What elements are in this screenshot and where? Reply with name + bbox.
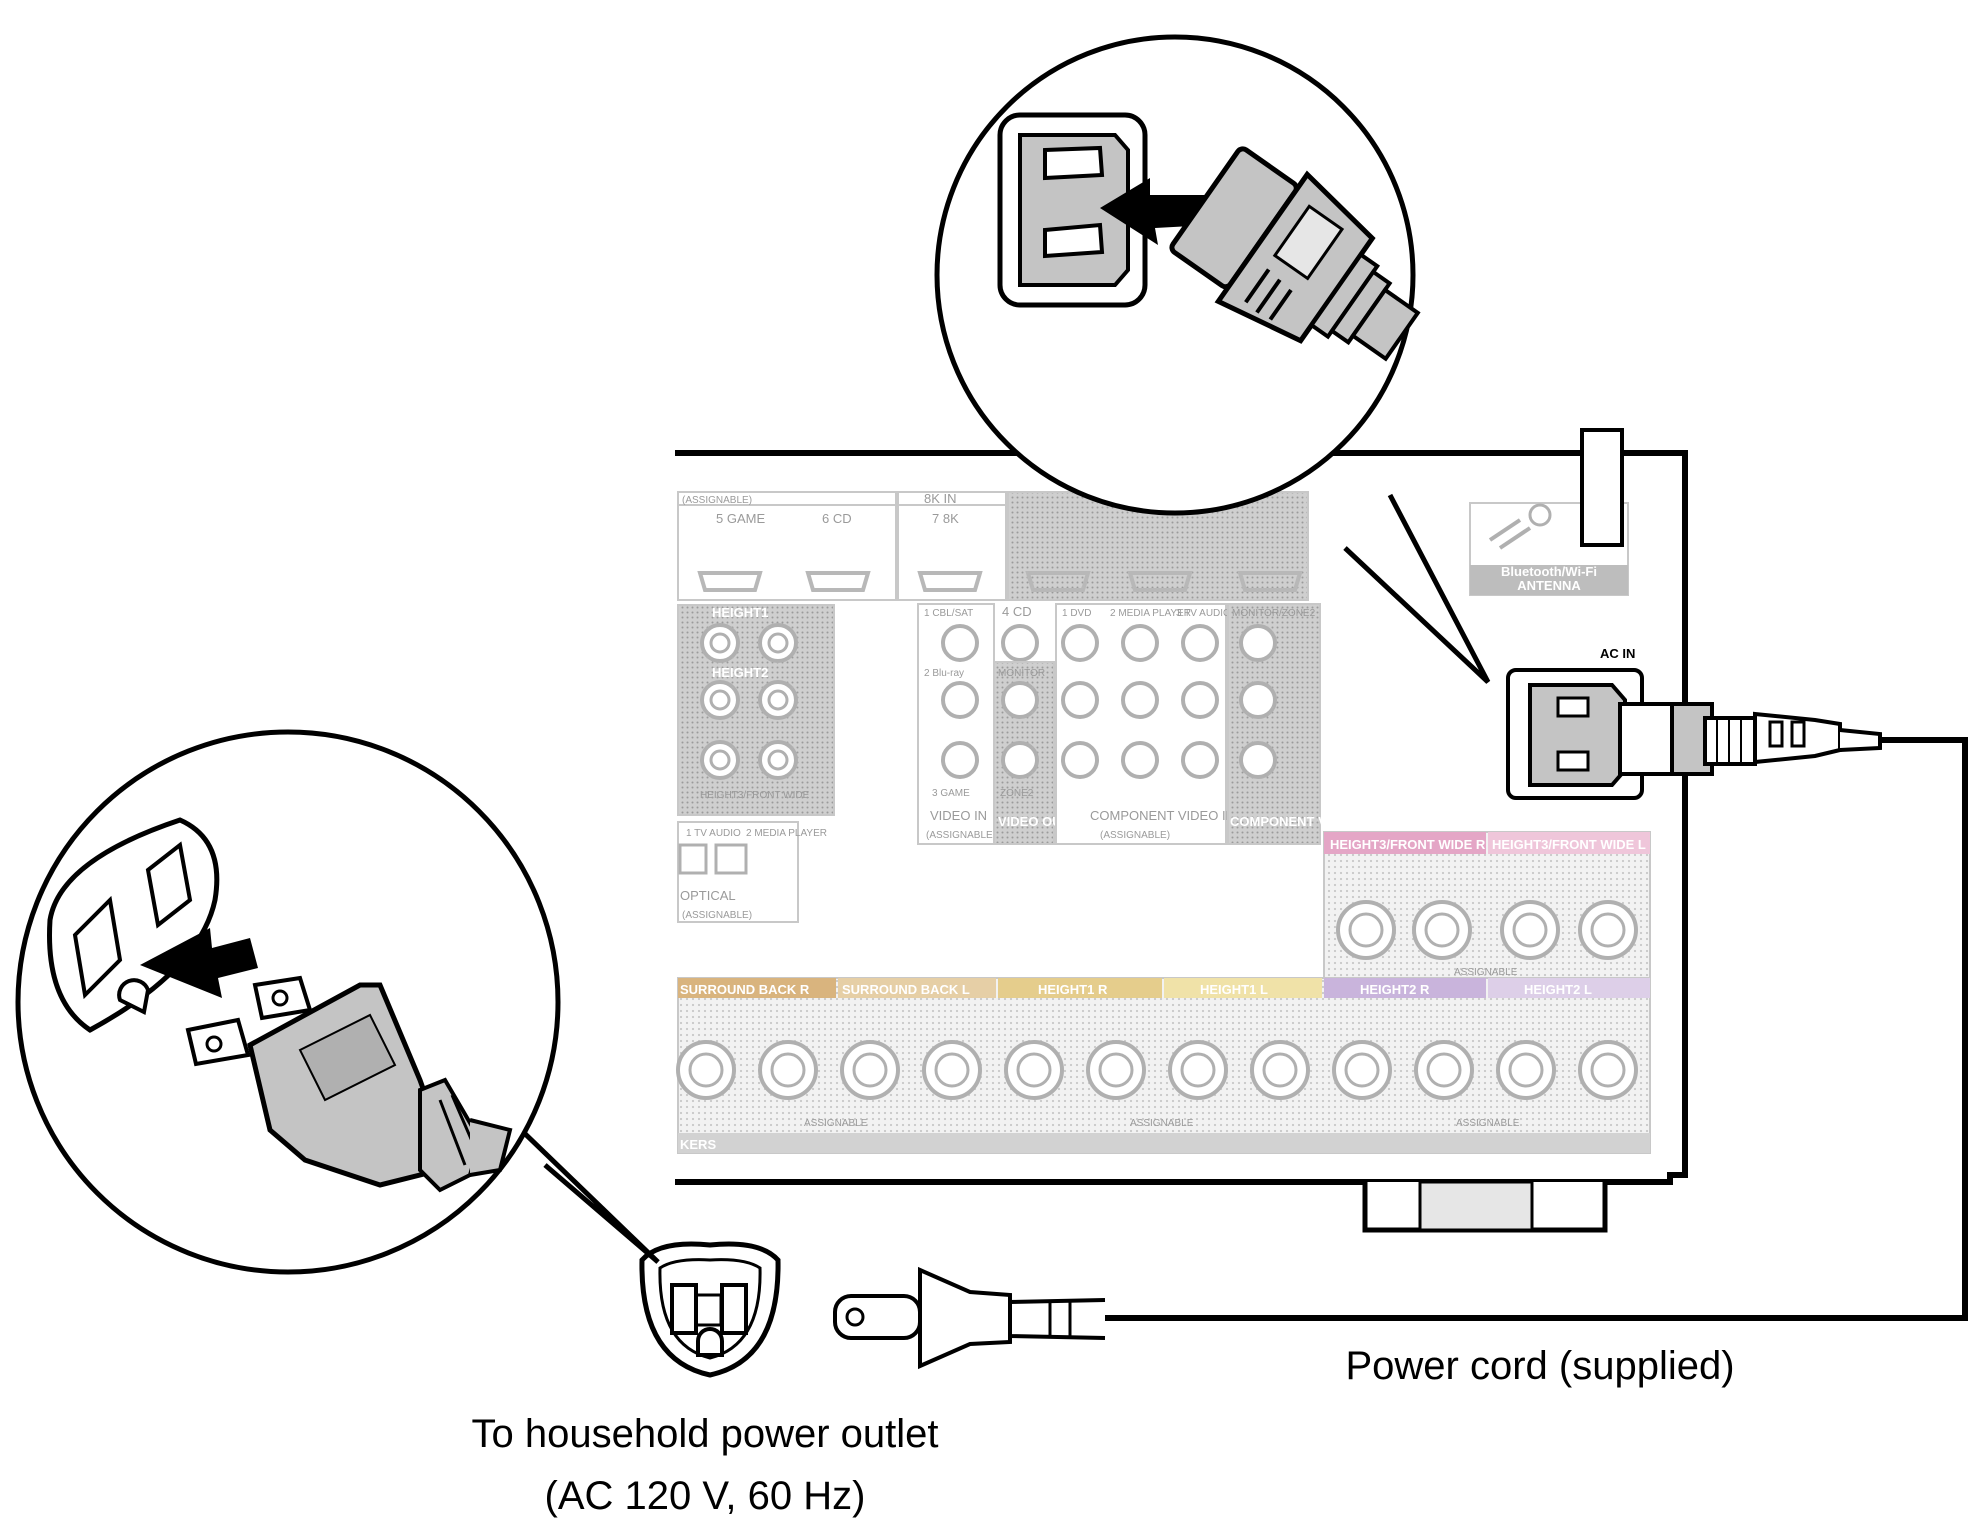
ac-in-label: AC IN (1600, 646, 1635, 661)
component-out-label: COMPONENT VIDEO OUT (1230, 814, 1390, 829)
component-in-section: 1 DVD 2 MEDIA PLAYER 3 TV AUDIO COMPONEN… (1055, 603, 1235, 845)
optical-label: OPTICAL (680, 888, 736, 903)
component-assignable-text: (ASSIGNABLE) (1100, 830, 1170, 841)
antenna-label-2: ANTENNA (1517, 578, 1581, 593)
preout-height2-text: HEIGHT2 (712, 665, 768, 680)
component-tv-text: 3 TV AUDIO (1176, 608, 1231, 619)
outlet-label-line2: (AC 120 V, 60 Hz) (544, 1474, 866, 1518)
ac-inlet: AC IN (1506, 646, 1644, 800)
speaker-terminals-lower: SURROUND BACK R SURROUND BACK L HEIGHT1 … (676, 977, 1651, 1154)
outlet-label-line1: To household power outlet (471, 1412, 939, 1456)
hdmi-game-text: 5 GAME (716, 511, 765, 526)
video-out-label: VIDEO OUT (998, 814, 1070, 829)
speaker-h3-r-text: HEIGHT3/FRONT WIDE R (1330, 837, 1486, 852)
antenna-label-1: Bluetooth/Wi-Fi (1501, 564, 1597, 579)
video-cd-text: 4 CD (1002, 604, 1032, 619)
receiver-rear-panel: (ASSIGNABLE) 5 GAME 6 CD 8K IN 7 8K HEIG… (675, 428, 1688, 1233)
hdmi-assignable-text: (ASSIGNABLE) (682, 495, 752, 506)
speaker-h1-r-text: HEIGHT1 R (1038, 982, 1108, 997)
preout-height1-text: HEIGHT1 (712, 605, 768, 620)
preout-height3-text: HEIGHT3/FRONT WIDE (700, 790, 810, 801)
power-cord-label: Power cord (supplied) (1345, 1344, 1735, 1388)
video-in-section: 1 CBL/SAT 4 CD 2 Blu-ray 3 GAME VIDEO IN… (917, 603, 1039, 845)
optical-assignable-text: (ASSIGNABLE) (682, 910, 752, 921)
video-cbl-text: 1 CBL/SAT (924, 608, 973, 619)
speakers-word-text: KERS (680, 1137, 716, 1152)
power-cord (833, 702, 1968, 1370)
speaker-lower-assignable-3: ASSIGNABLE (1456, 1118, 1520, 1129)
component-in-label: COMPONENT VIDEO IN (1090, 808, 1235, 823)
video-assignable-text: (ASSIGNABLE) (926, 830, 996, 841)
video-out-zone2-text: ZONE2 (1000, 788, 1034, 799)
hdmi-cd-text: 6 CD (822, 511, 852, 526)
speaker-lower-assignable-1: ASSIGNABLE (804, 1118, 868, 1129)
speaker-h2-r-text: HEIGHT2 R (1360, 982, 1430, 997)
video-out-monitor-text: MONITOR (998, 668, 1045, 679)
video-out-section: MONITOR ZONE2 VIDEO OUT (993, 661, 1070, 845)
component-dvd-text: 1 DVD (1062, 608, 1091, 619)
speaker-h3-l-text: HEIGHT3/FRONT WIDE L (1492, 837, 1646, 852)
optical-section: 1 TV AUDIO 2 MEDIA PLAYER OPTICAL (ASSIG… (677, 821, 827, 923)
zoom-bubble-outlet (15, 729, 660, 1275)
speaker-sb-l-text: SURROUND BACK L (842, 982, 970, 997)
antenna: Bluetooth/Wi-Fi ANTENNA (1469, 428, 1629, 596)
speaker-h1-l-text: HEIGHT1 L (1200, 982, 1268, 997)
optical-media-player-text: 2 MEDIA PLAYER (746, 828, 827, 839)
hdmi-8k-in-text: 8K IN (924, 491, 957, 506)
component-media-text: 2 MEDIA PLAYER (1110, 608, 1191, 619)
component-out-section: MONITOR/ZONE2 COMPONENT VIDEO OUT (1227, 603, 1390, 845)
component-out-monitor-text: MONITOR/ZONE2 (1232, 608, 1316, 619)
speaker-h2-l-text: HEIGHT2 L (1524, 982, 1592, 997)
optical-tv-audio-text: 1 TV AUDIO (686, 828, 741, 839)
video-game-text: 3 GAME (932, 788, 970, 799)
speaker-lower-assignable-2: ASSIGNABLE (1130, 1118, 1194, 1129)
wall-outlet (639, 1241, 781, 1378)
video-bluray-text: 2 Blu-ray (924, 668, 964, 679)
speaker-terminals-upper: HEIGHT3/FRONT WIDE R HEIGHT3/FRONT WIDE … (1323, 831, 1651, 981)
speaker-sb-r-text: SURROUND BACK R (680, 982, 810, 997)
video-in-label: VIDEO IN (930, 808, 987, 823)
hdmi-8k-text: 7 8K (932, 511, 959, 526)
speaker-upper-assignable-text: ASSIGNABLE (1454, 967, 1518, 978)
preout-section: HEIGHT1 HEIGHT2 HEIGHT3/FRONT WIDE (677, 604, 835, 816)
zoom-bubble-ac-in (934, 34, 1491, 684)
